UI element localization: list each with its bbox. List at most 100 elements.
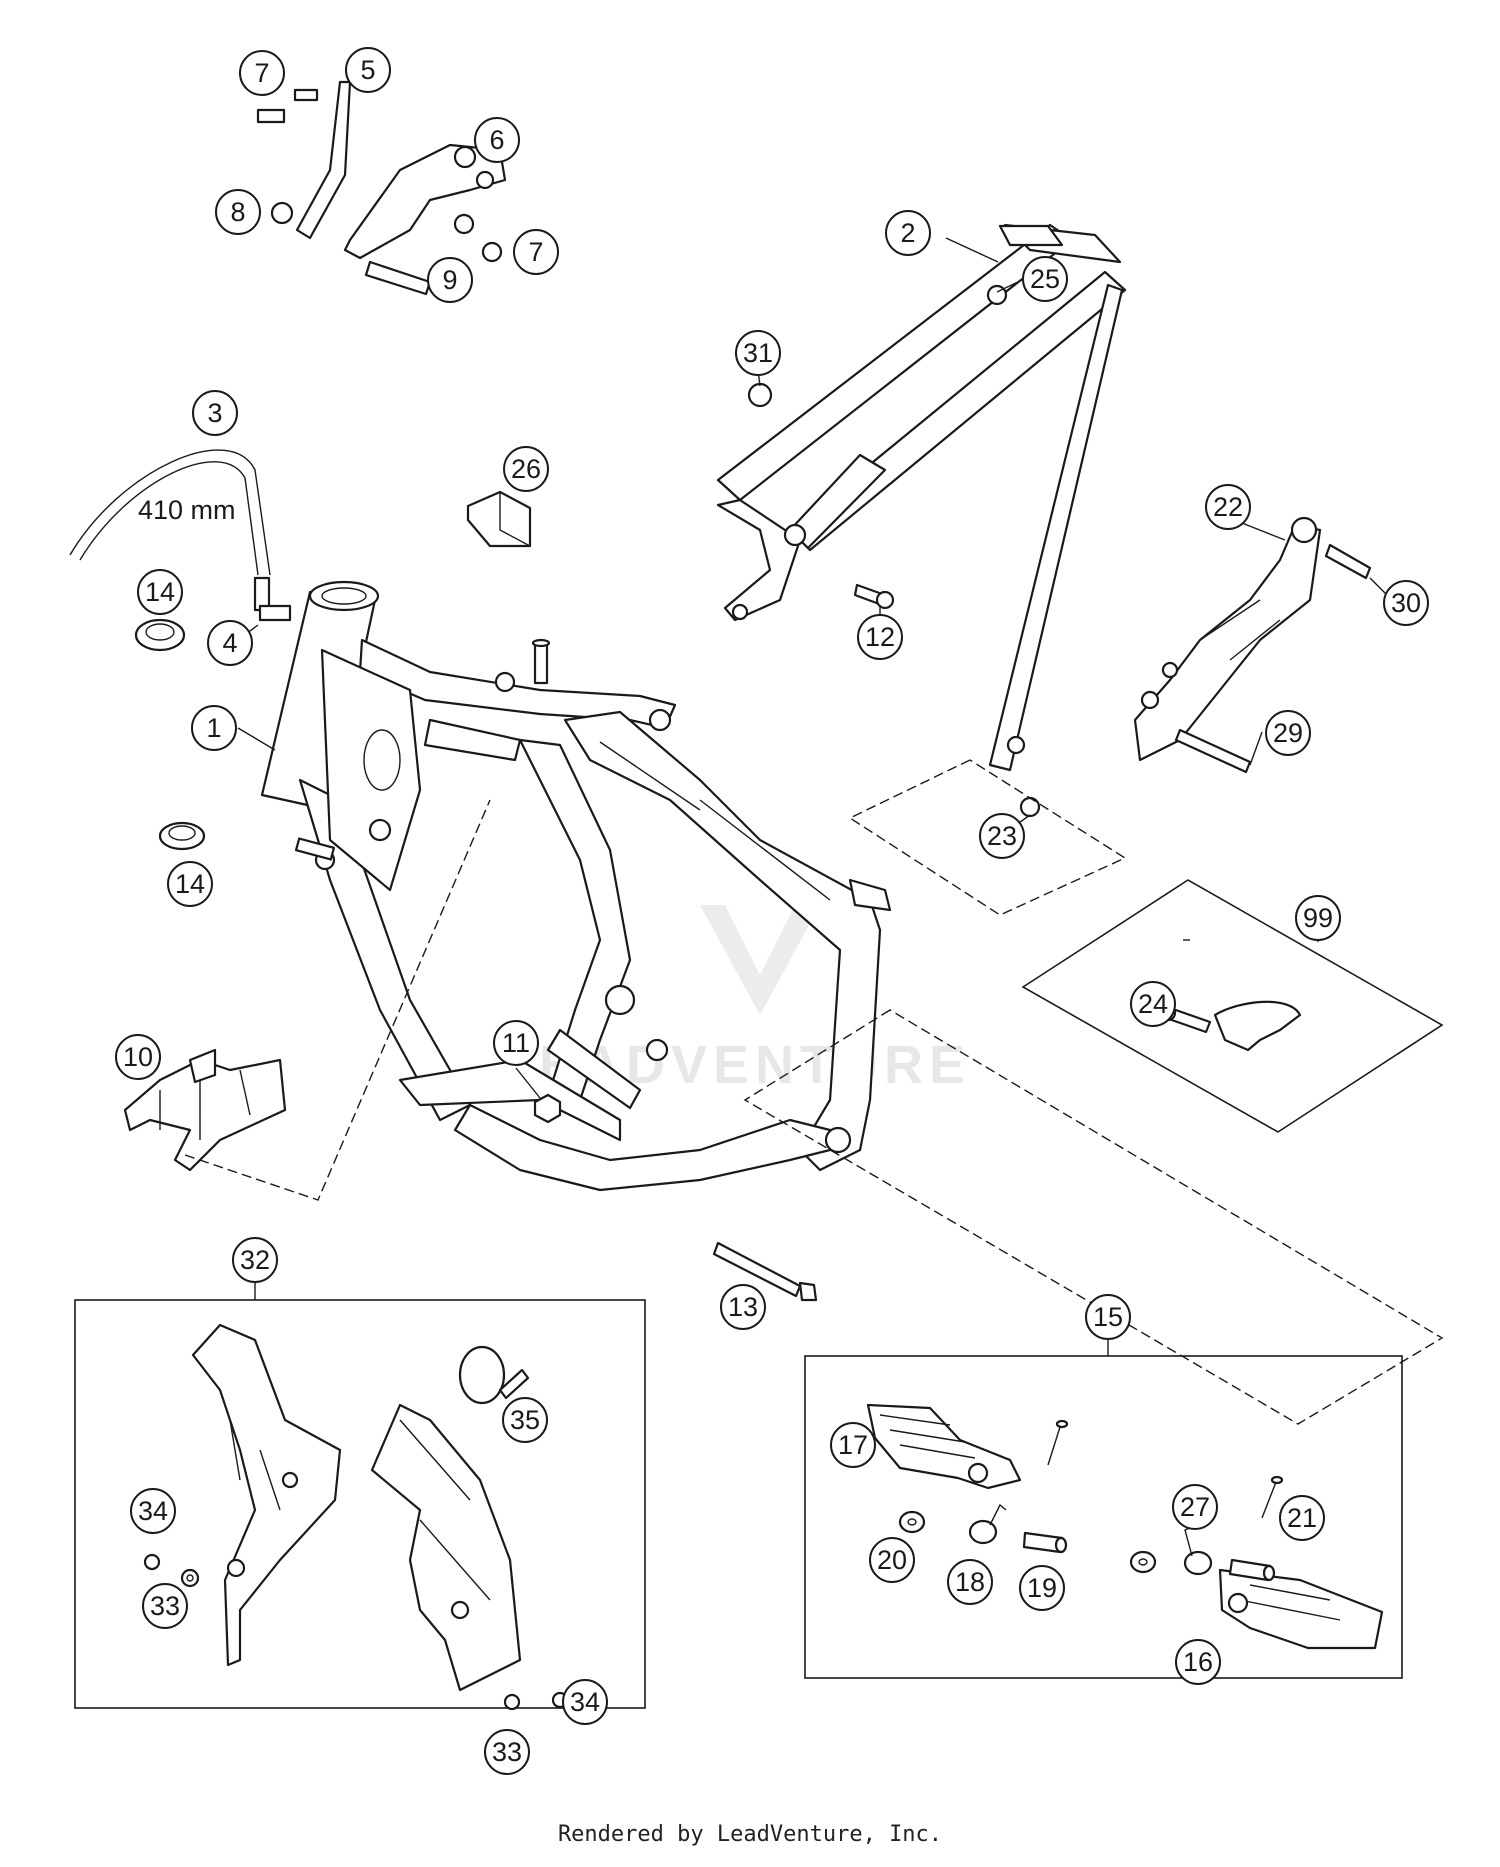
callout-number: 32 [240,1245,270,1275]
callout-30: 30 [1383,580,1429,626]
bolt-30 [1324,543,1372,580]
callout-number: 19 [1027,1573,1057,1603]
callout-number: 23 [987,821,1017,851]
callout-number: 6 [489,125,504,155]
callout-18: 18 [947,1559,993,1605]
callout-number: 17 [838,1430,868,1460]
sticker [466,490,532,548]
bolt-29 [1174,728,1252,774]
callout-34a: 34 [130,1488,176,1534]
callout-circle [1383,580,1429,626]
callout-circle [720,1284,766,1330]
callout-16: 16 [1175,1639,1221,1685]
callout-4: 4 [207,620,253,666]
callout-3: 3 [192,390,238,436]
callout-circle [979,813,1025,859]
bolt-31 [747,382,773,408]
callout-34b: 34 [562,1679,608,1725]
callout-number: 25 [1030,264,1060,294]
kit-99 [1021,879,1444,1133]
callout-circle [1279,1495,1325,1541]
callout-9: 9 [427,257,473,303]
callout-number: 34 [138,1496,168,1526]
callout-8: 8 [215,189,261,235]
callout-circle [1205,484,1251,530]
callout-circle [1085,1294,1131,1340]
bracket-strap [295,80,352,240]
hose-length-label: 410 mm [138,495,236,525]
callout-circle [427,257,473,303]
callout-number: 33 [492,1737,522,1767]
kit-15 [804,1355,1403,1679]
callout-14a: 14 [137,569,183,615]
callout-29: 29 [1265,710,1311,756]
callout-number: 2 [900,218,915,248]
callout-10: 10 [115,1034,161,1080]
callout-circle [215,189,261,235]
callout-circle [503,446,549,492]
callout-number: 99 [1303,903,1333,933]
skid-plate [123,1048,287,1172]
callout-number: 20 [877,1545,907,1575]
vent-hose: 410 mm [69,449,271,576]
callout-11: 11 [493,1020,539,1066]
callout-19: 19 [1019,1565,1065,1611]
callout-7b: 7 [513,229,559,275]
callout-number: 7 [254,58,269,88]
callout-5: 5 [345,47,391,93]
callout-7a: 7 [239,50,285,96]
callout-26: 26 [503,446,549,492]
callout-circle [1295,895,1341,941]
callout-31: 31 [735,330,781,376]
hose-fitting [253,576,292,622]
callout-number: 1 [206,713,221,743]
callout-number: 16 [1183,1647,1213,1677]
chain-guide [1133,516,1322,762]
callout-circle [167,861,213,907]
callout-14b: 14 [167,861,213,907]
hose-clamp-lower [158,821,206,851]
callout-number: 22 [1213,492,1243,522]
callout-number: 10 [123,1042,153,1072]
callout-circle [502,1397,548,1443]
callout-2: 2 [885,210,931,256]
callout-number: 8 [230,197,245,227]
callout-circle [484,1729,530,1775]
callout-number: 29 [1273,718,1303,748]
callout-32: 32 [232,1237,278,1283]
callout-circle [1175,1639,1221,1685]
callout-number: 34 [570,1687,600,1717]
callout-circle [115,1034,161,1080]
callout-circle [232,1237,278,1283]
hose-clamp-upper [134,618,186,652]
callout-circle [885,210,931,256]
callout-circle [857,614,903,660]
callout-circle [493,1020,539,1066]
callout-6: 6 [474,117,520,163]
nut-11 [533,1093,562,1124]
callout-number: 30 [1391,588,1421,618]
callout-number: 31 [743,338,773,368]
bolts-top [256,88,503,296]
callout-circle [474,117,520,163]
callout-number: 14 [175,869,205,899]
subframe [716,223,1127,772]
callout-15: 15 [1085,1294,1131,1340]
callout-number: 18 [955,1567,985,1597]
callout-number: 4 [222,628,237,658]
callout-circle [562,1679,608,1725]
callout-circle [191,705,237,751]
callout-99: 99 [1295,895,1341,941]
callout-circle [1265,710,1311,756]
callout-number: 12 [865,622,895,652]
callout-number: 13 [728,1292,758,1322]
callout-13: 13 [720,1284,766,1330]
callout-circle [1022,256,1068,302]
callout-circle [239,50,285,96]
callout-33a: 33 [142,1583,188,1629]
callout-number: 9 [442,265,457,295]
callout-number: 14 [145,577,175,607]
callout-1: 1 [191,705,237,751]
callout-circle [513,229,559,275]
